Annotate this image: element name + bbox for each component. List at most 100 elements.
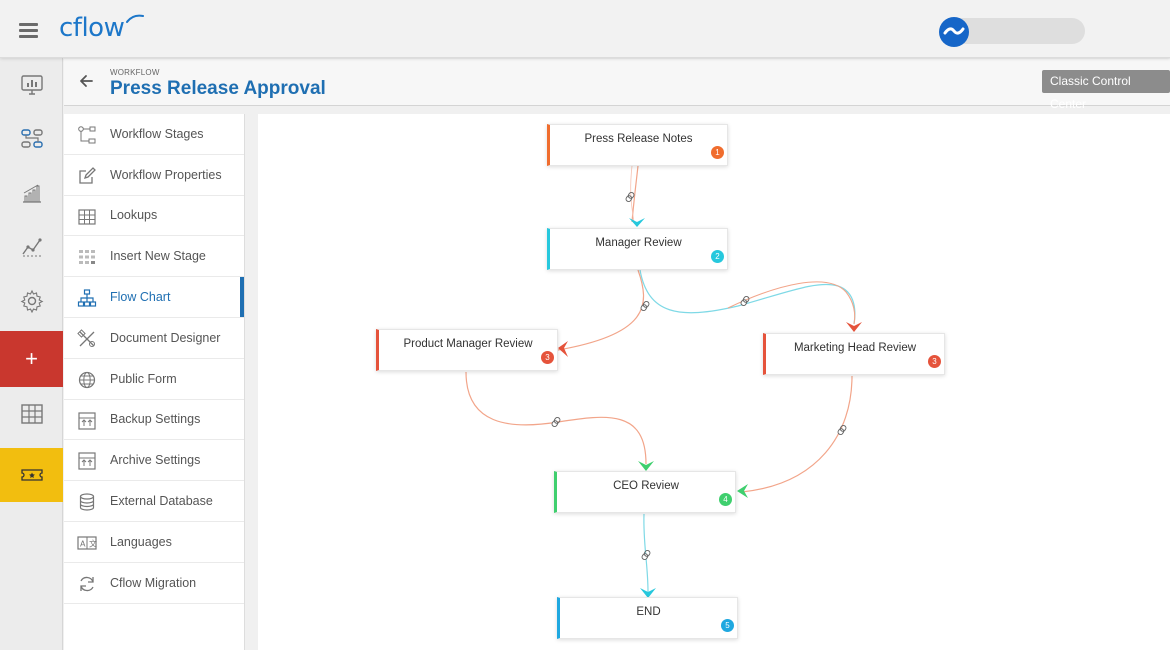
rail-workflows[interactable] (0, 112, 63, 166)
monitor-chart-icon (20, 75, 43, 95)
classic-control-center-button[interactable]: Classic Control Center (1042, 70, 1170, 111)
avatar-wave-icon (943, 27, 965, 35)
link-icon (551, 416, 561, 428)
sidebar-item-flow-chart[interactable]: Flow Chart (64, 277, 244, 318)
svg-text:A: A (80, 539, 86, 548)
sidebar-item-workflow-stages[interactable]: Workflow Stages (64, 114, 244, 155)
arrow-head (846, 322, 862, 332)
sidebar-item-lookups[interactable]: Lookups (64, 196, 244, 237)
arrow-head (737, 484, 748, 498)
edge-manager-to-product[interactable] (557, 269, 650, 357)
rail-tables[interactable] (0, 387, 63, 441)
edge-notes-to-manager[interactable] (625, 165, 645, 227)
database-icon (77, 492, 97, 512)
arrow-head (558, 341, 568, 357)
node-title: CEO Review (613, 480, 679, 492)
hierarchy-icon (77, 288, 97, 308)
rail-reports[interactable] (0, 166, 63, 220)
sidebar-item-public-form[interactable]: Public Form (64, 359, 244, 400)
plus-icon: + (25, 346, 38, 371)
sidebar-item-label: Document Designer (110, 330, 221, 345)
rail-settings[interactable] (0, 274, 63, 328)
flow-node-marketing-head-review[interactable]: Marketing Head Review 3 (763, 333, 945, 375)
flow-node-ceo-review[interactable]: CEO Review 4 (554, 471, 736, 513)
sidebar-item-insert-new-stage[interactable]: Insert New Stage (64, 236, 244, 278)
edge-product-to-ceo[interactable] (465, 371, 654, 471)
sidebar-item-label: Cflow Migration (110, 575, 197, 590)
flow-node-manager-review[interactable]: Manager Review 2 (547, 228, 728, 270)
node-step-badge: 5 (721, 619, 734, 632)
workflow-sidebar: Workflow Stages Workflow Properties Look… (64, 114, 245, 650)
sidebar-item-label: Public Form (110, 371, 177, 386)
sidebar-item-label: Workflow Stages (110, 126, 204, 141)
gear-icon (20, 289, 43, 313)
link-icon (640, 300, 650, 312)
backup-icon (77, 411, 97, 431)
node-title: Marketing Head Review (793, 342, 917, 354)
node-title: Press Release Notes (584, 133, 693, 145)
grid-icon (77, 207, 97, 227)
sidebar-item-workflow-properties[interactable]: Workflow Properties (64, 155, 244, 196)
node-title: Product Manager Review (403, 338, 533, 350)
edge-manager-to-marketing[interactable] (639, 269, 862, 332)
node-step-badge: 4 (719, 493, 732, 506)
sidebar-item-external-database[interactable]: External Database (64, 481, 244, 522)
page-header: WORKFLOW Press Release Approval Classic … (64, 59, 1170, 111)
arrow-head (629, 218, 645, 227)
bar-chart-icon (22, 184, 41, 203)
line-chart-icon (21, 238, 42, 257)
sidebar-item-label: Languages (110, 534, 172, 549)
edit-icon (77, 166, 97, 186)
top-bar: cflow (0, 0, 1170, 58)
link-icon (837, 424, 847, 436)
node-step-badge: 3 (541, 351, 554, 364)
globe-icon (77, 370, 97, 390)
page-title: Press Release Approval (110, 78, 326, 99)
edge-marketing-to-ceo[interactable] (737, 375, 853, 498)
flow-edges (465, 165, 862, 598)
insert-grid-icon (77, 247, 97, 267)
archive-icon (77, 451, 97, 471)
sidebar-item-label: Backup Settings (110, 412, 201, 427)
sidebar-item-label: Lookups (110, 208, 158, 223)
sidebar-item-label: Archive Settings (110, 453, 201, 468)
edge-ceo-to-end[interactable] (640, 513, 656, 598)
stages-icon (77, 125, 97, 145)
refresh-icon (77, 574, 97, 594)
node-step-badge: 3 (928, 355, 941, 368)
flow-node-product-manager-review[interactable]: Product Manager Review 3 (376, 329, 558, 371)
back-arrow-icon[interactable] (78, 73, 94, 89)
node-step-badge: 2 (711, 250, 724, 263)
arrow-head (638, 461, 654, 471)
sidebar-item-label: Workflow Properties (110, 167, 222, 182)
rail-add-button[interactable]: + (0, 331, 63, 387)
sidebar-item-backup-settings[interactable]: Backup Settings (64, 400, 244, 441)
user-avatar[interactable] (939, 17, 969, 47)
sidebar-item-label: Flow Chart (110, 290, 171, 305)
cflow-logo[interactable]: cflow (59, 13, 125, 43)
node-title: END (636, 606, 661, 618)
node-step-badge: 1 (711, 146, 724, 159)
rail-analytics[interactable] (0, 220, 63, 274)
sidebar-item-archive-settings[interactable]: Archive Settings (64, 440, 244, 482)
sidebar-item-label: External Database (110, 494, 213, 509)
sidebar-item-cflow-migration[interactable]: Cflow Migration (64, 563, 244, 604)
node-title: Manager Review (595, 237, 682, 249)
breadcrumb: WORKFLOW (110, 68, 160, 77)
ticket-icon (20, 469, 43, 481)
flow-node-end[interactable]: END 5 (557, 597, 738, 639)
sidebar-item-label: Insert New Stage (110, 249, 206, 264)
design-tools-icon (77, 329, 97, 349)
icon-rail: + (0, 58, 63, 650)
rail-dashboard[interactable] (0, 58, 63, 112)
flow-chart-canvas[interactable]: Press Release Notes 1 Manager Review 2 P… (258, 114, 1170, 650)
arrow-head (640, 588, 656, 598)
sidebar-item-document-designer[interactable]: Document Designer (64, 318, 244, 359)
workflow-nodes-icon (20, 129, 43, 148)
rail-tickets[interactable] (0, 448, 63, 502)
hamburger-menu-icon[interactable] (19, 23, 38, 38)
flow-node-press-release-notes[interactable]: Press Release Notes 1 (547, 124, 728, 166)
